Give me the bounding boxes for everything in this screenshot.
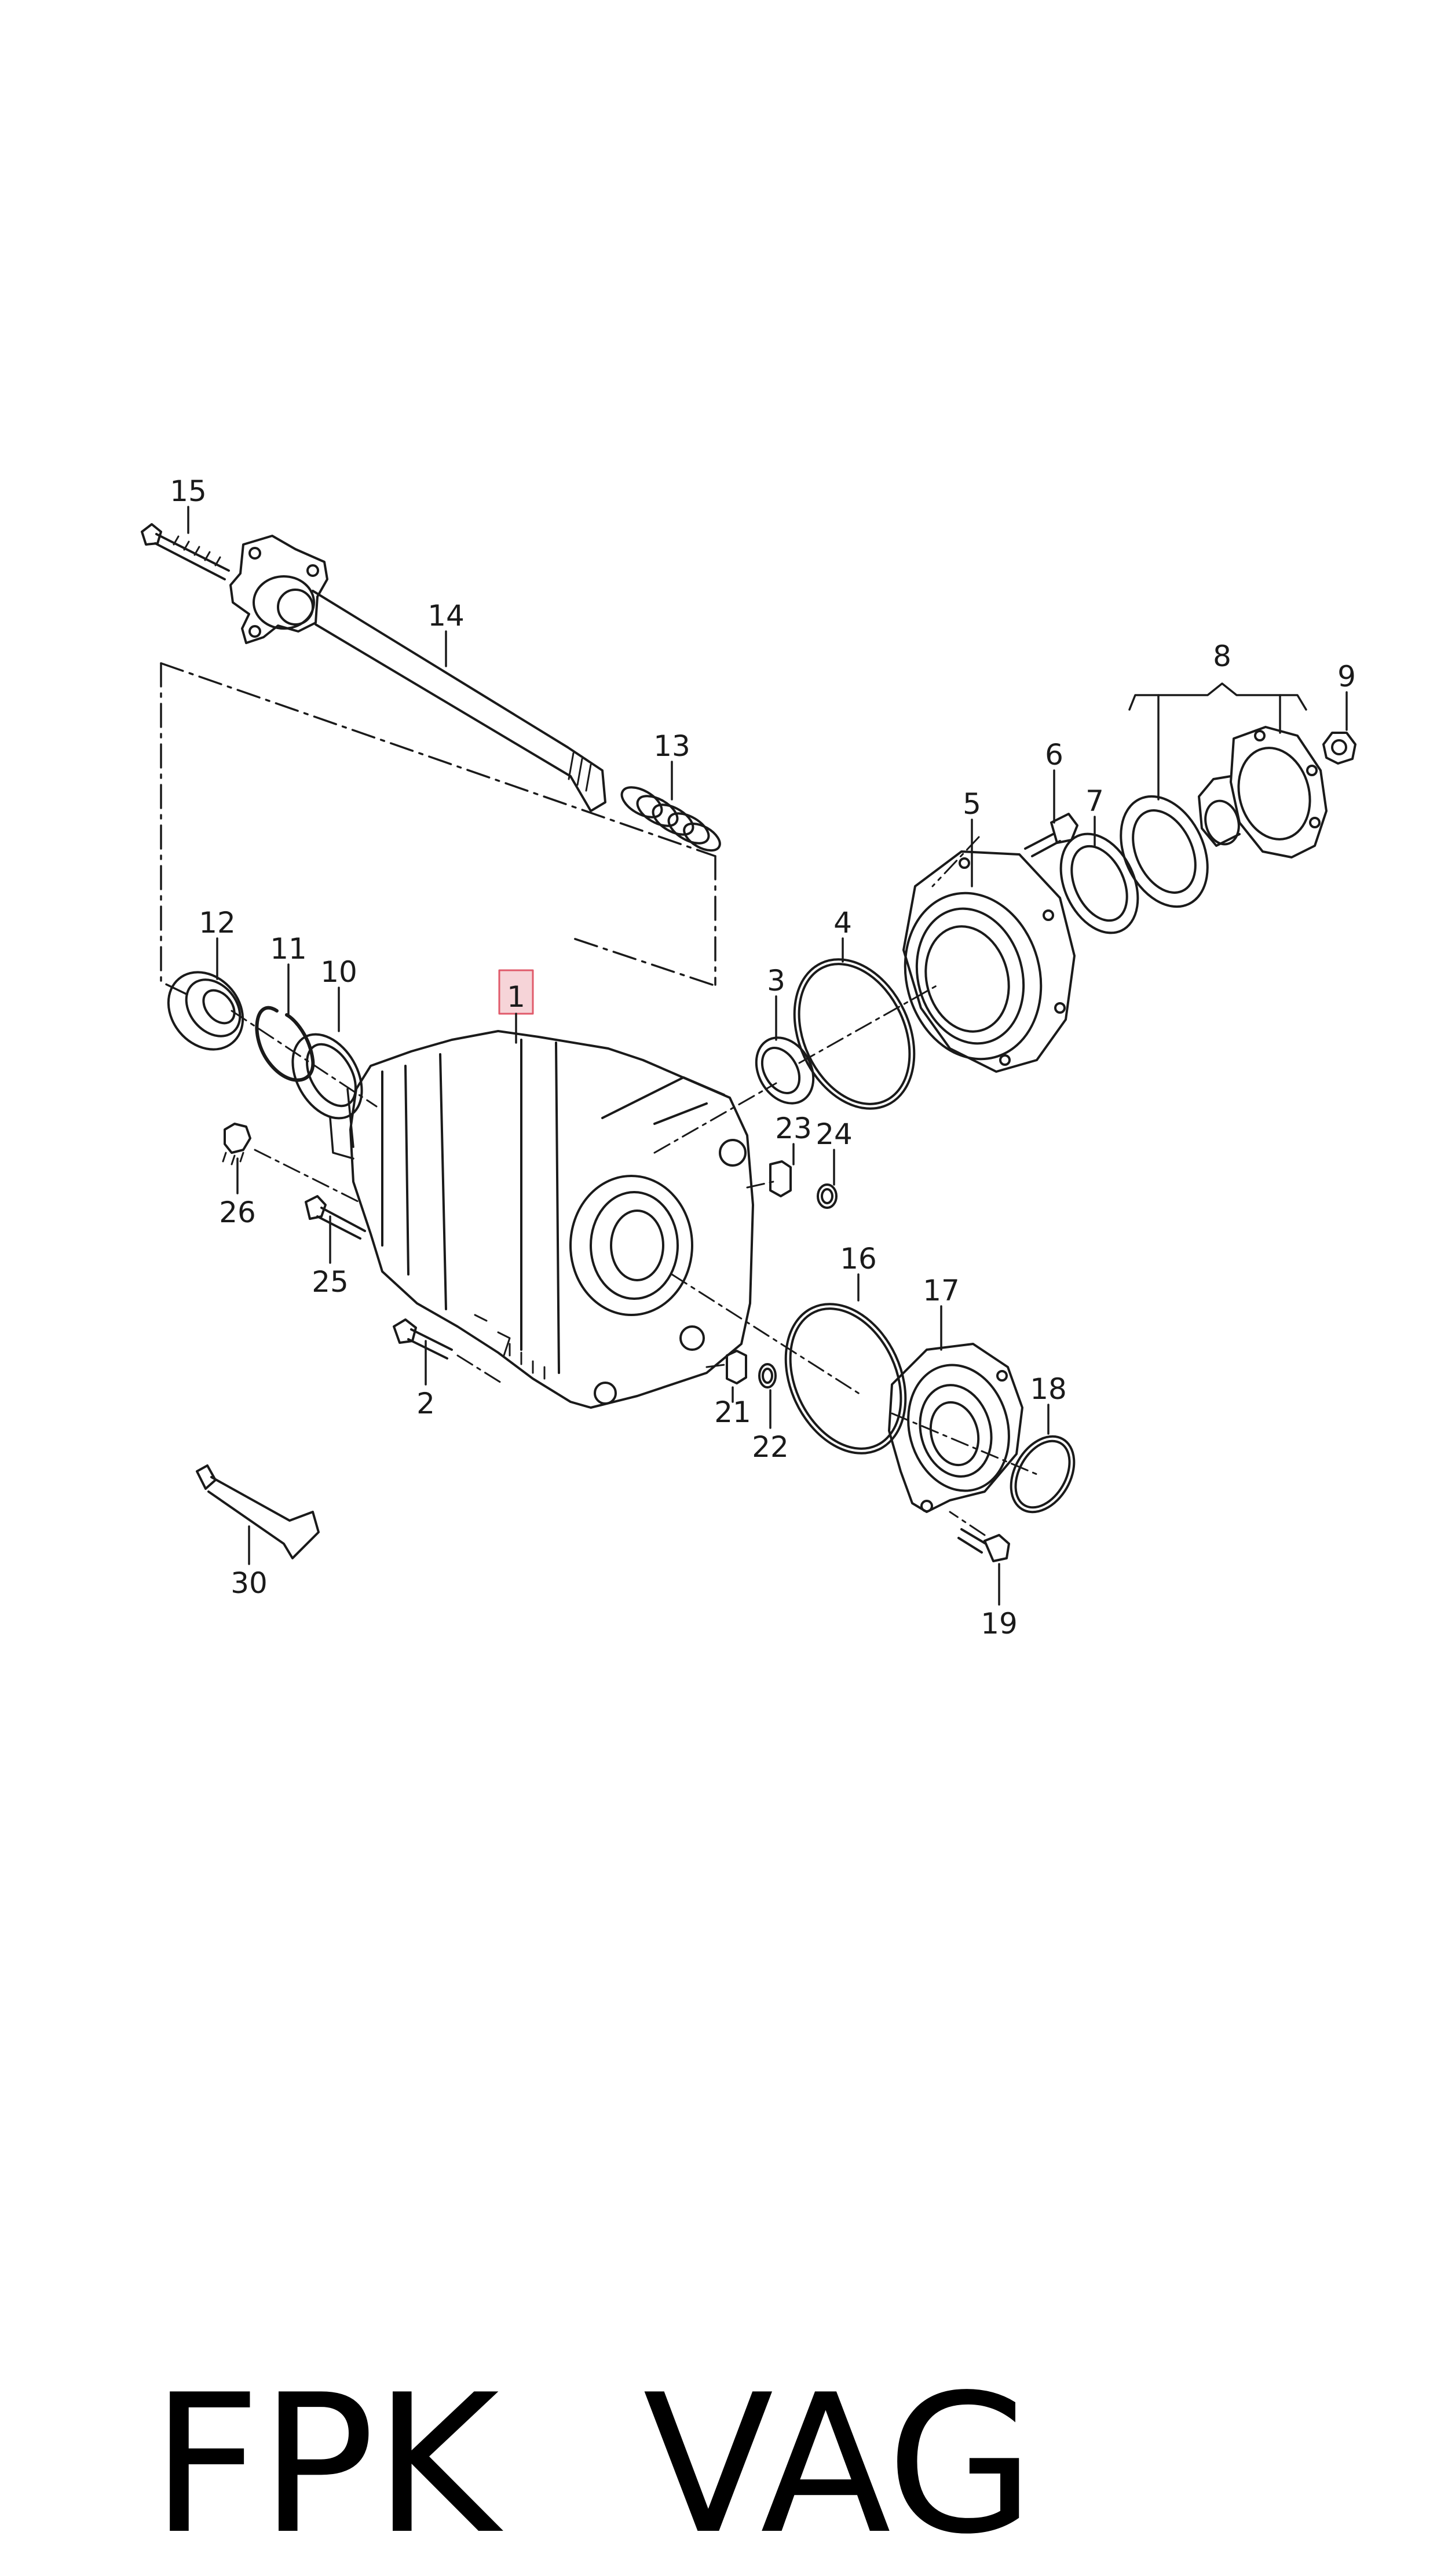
part-11-circlip[interactable] bbox=[255, 1006, 315, 1082]
label-4: 4 bbox=[833, 906, 852, 940]
label-22: 22 bbox=[752, 1430, 789, 1464]
label-10: 10 bbox=[320, 955, 357, 989]
label-19: 19 bbox=[981, 1607, 1018, 1640]
label-8: 8 bbox=[1213, 640, 1231, 673]
part-5-cover[interactable] bbox=[887, 850, 1076, 1075]
label-11: 11 bbox=[270, 932, 307, 966]
label-23: 23 bbox=[775, 1112, 812, 1145]
part-24-washer[interactable] bbox=[817, 1183, 838, 1209]
part-21-sleeve[interactable] bbox=[726, 1350, 747, 1384]
part-10-seal[interactable] bbox=[279, 1022, 376, 1130]
label-13: 13 bbox=[653, 729, 690, 763]
label-6: 6 bbox=[1045, 738, 1063, 772]
label-18: 18 bbox=[1030, 1372, 1067, 1406]
caption-fpk: FPK bbox=[151, 2354, 499, 2576]
label-17: 17 bbox=[923, 1274, 960, 1307]
part-23-sleeve[interactable] bbox=[769, 1160, 792, 1197]
leader-lines bbox=[187, 506, 1348, 1606]
label-5: 5 bbox=[963, 787, 981, 821]
part-7-shim[interactable] bbox=[1046, 821, 1153, 945]
part-6-bolt[interactable] bbox=[1024, 813, 1078, 857]
part-1-highlight-box bbox=[498, 969, 534, 1015]
exploded-parts-diagram: 15 14 13 12 11 10 1 3 4 5 6 7 8 9 23 24 … bbox=[141, 474, 1356, 1640]
label-26: 26 bbox=[219, 1196, 256, 1229]
label-15: 15 bbox=[170, 474, 207, 508]
label-3: 3 bbox=[767, 964, 785, 997]
part-8-flange-seal[interactable] bbox=[1104, 783, 1224, 921]
part-18-o-ring[interactable] bbox=[998, 1425, 1087, 1523]
label-7: 7 bbox=[1085, 784, 1104, 818]
part-22-washer[interactable] bbox=[758, 1363, 777, 1389]
part-2-bolt[interactable] bbox=[393, 1318, 453, 1360]
assembly-axes bbox=[231, 836, 1038, 1536]
part-12-bearing[interactable] bbox=[153, 958, 258, 1065]
label-1: 1 bbox=[507, 980, 525, 1014]
caption-vag: VAG bbox=[643, 2354, 1034, 2576]
part-labels: 15 14 13 12 11 10 1 3 4 5 6 7 8 9 23 24 … bbox=[170, 474, 1356, 1640]
label-30: 30 bbox=[231, 1566, 268, 1600]
label-9: 9 bbox=[1337, 660, 1356, 693]
part-25-bolt[interactable] bbox=[305, 1195, 366, 1240]
assembly-outline-frame bbox=[160, 662, 716, 997]
part-17-cover[interactable] bbox=[888, 1343, 1023, 1513]
part-14-drive-shaft[interactable] bbox=[229, 535, 606, 812]
label-2: 2 bbox=[416, 1387, 435, 1420]
label-24: 24 bbox=[816, 1117, 853, 1151]
label-14: 14 bbox=[427, 599, 465, 633]
part-16-o-ring[interactable] bbox=[763, 1284, 928, 1472]
part-9-nut[interactable] bbox=[1322, 732, 1356, 765]
part-1-transfer-case-housing[interactable] bbox=[329, 1030, 754, 1409]
part-19-bolt[interactable] bbox=[957, 1528, 1010, 1562]
brand-caption: FPK VAG bbox=[32, 2178, 1035, 2576]
label-12: 12 bbox=[199, 906, 236, 940]
part-26-plug[interactable] bbox=[222, 1123, 251, 1165]
label-16: 16 bbox=[840, 1242, 877, 1276]
label-25: 25 bbox=[312, 1265, 349, 1299]
part-30-sealant-tube[interactable] bbox=[196, 1464, 320, 1559]
label-21: 21 bbox=[714, 1395, 751, 1429]
part-15-bolt[interactable] bbox=[141, 523, 230, 580]
part-13-spring[interactable] bbox=[617, 781, 724, 856]
part-8-flange[interactable] bbox=[1198, 726, 1328, 858]
part-4-o-ring[interactable] bbox=[771, 940, 937, 1128]
